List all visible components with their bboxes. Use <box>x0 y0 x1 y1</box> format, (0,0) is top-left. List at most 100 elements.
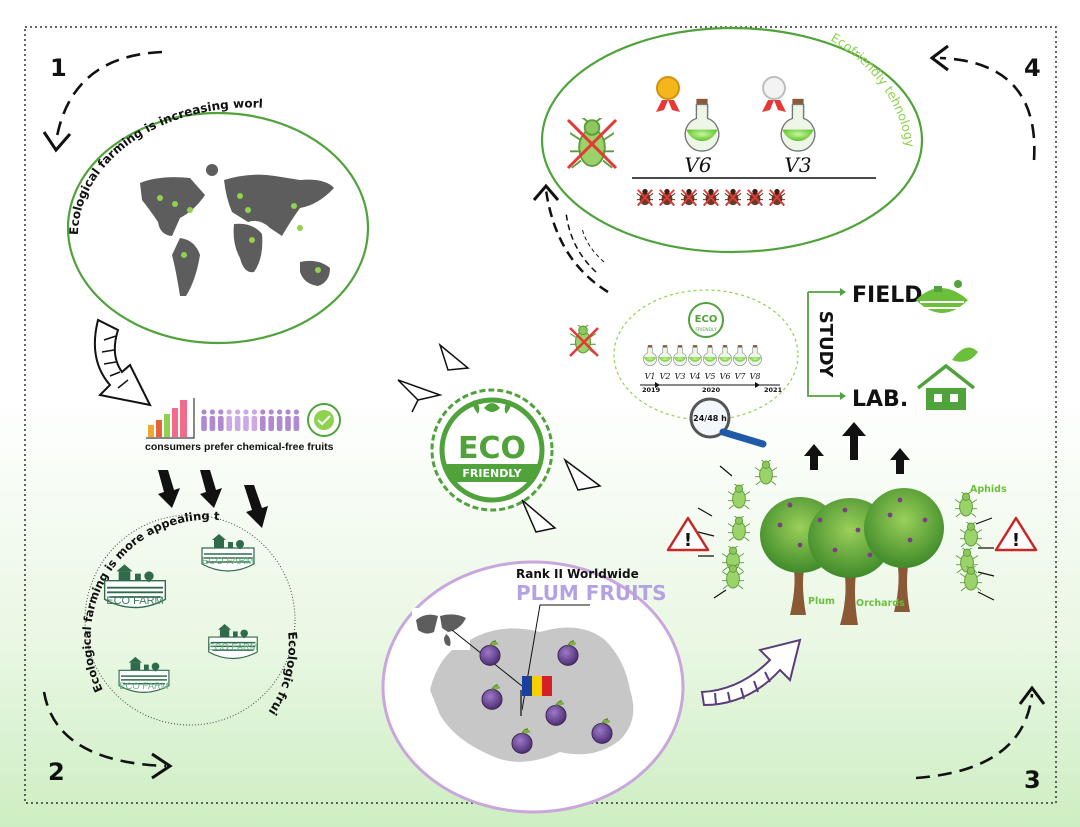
rank-text: Rank II Worldwide <box>516 567 639 581</box>
variant-label: V7 <box>735 372 747 381</box>
person-body <box>285 416 291 431</box>
dashed-arrows-up <box>544 189 609 294</box>
person-head <box>235 409 241 415</box>
crossed-aphid-big-icon <box>566 118 618 170</box>
farm-logo-4: ECO FARM <box>118 656 170 694</box>
leaf-icon <box>484 403 500 412</box>
person-head <box>260 409 266 415</box>
person-head <box>218 409 224 415</box>
person-head <box>285 409 291 415</box>
up-arrows-icon <box>804 422 910 474</box>
eco-house-icon <box>916 347 978 410</box>
step-number-2: 2 <box>48 758 65 786</box>
farm-logo-1: ECO FARM <box>103 563 167 609</box>
step-number-4: 4 <box>1024 54 1041 82</box>
person-body <box>293 416 300 431</box>
farm-logo-3: ECO FARM <box>207 623 259 660</box>
bar-chart-icon <box>146 398 195 439</box>
lab-badge-line1: ECO <box>695 314 718 325</box>
person-body <box>234 416 241 431</box>
small-arrows-icon <box>697 465 995 601</box>
variant-label: V2 <box>660 372 671 381</box>
rank-pointer-line <box>521 604 590 711</box>
down-arrows-icon <box>158 470 268 528</box>
silver-medal-icon <box>762 76 786 112</box>
dotted-frame <box>24 26 1057 804</box>
lab-eco-badge-icon: ECO FRIENDLY <box>688 302 724 338</box>
romania-flag-icon <box>520 676 552 716</box>
study-label: STUDY <box>815 311 836 378</box>
purple-arrow-icon <box>700 638 802 707</box>
farm-logo-3-text: ECO FARM <box>208 642 258 653</box>
world-ellipse <box>66 111 370 345</box>
paper-arrows-icon <box>397 342 602 533</box>
person-body <box>276 416 283 431</box>
step-number-3: 3 <box>1024 766 1041 794</box>
farm-logo-4-text: ECO FARM <box>119 681 169 692</box>
tree-3-icon <box>864 488 944 612</box>
organic-badge-icon <box>307 403 341 437</box>
eco-badge-line2: FRIENDLY <box>462 467 522 480</box>
person-body <box>251 416 258 431</box>
ecotech-ellipse <box>540 26 924 254</box>
person-head <box>209 409 215 415</box>
lab-badge-line2: FRIENDLY <box>695 327 717 333</box>
consumers-section: consumers prefer chemical-free fruits <box>145 398 341 453</box>
field-icon <box>916 280 968 315</box>
romania-section: Rank II Worldwide PLUM FRUITS <box>381 560 685 814</box>
person-body <box>243 416 249 431</box>
person-body <box>218 416 224 431</box>
corner-arrowheads <box>42 44 1046 780</box>
farm-logo-2-text: ECO FARM <box>202 556 254 567</box>
ecotech-section: Ecofriendly tehnology V6 V3 <box>540 26 924 254</box>
world-map-icon <box>140 164 334 296</box>
fruit-dots-icon <box>777 497 928 558</box>
person-head <box>251 409 257 415</box>
svg-text:!: ! <box>1012 530 1020 551</box>
study-section: STUDY FIELD LAB. <box>807 280 978 412</box>
magnifier-icon: 24/48 h <box>689 397 767 448</box>
timer-label: 24/48 h <box>693 414 727 423</box>
person-head <box>201 409 207 415</box>
mini-world-icon <box>412 608 470 650</box>
person-body <box>268 416 274 431</box>
orchards-label: Orchards <box>856 598 905 609</box>
orchard-section: Plum Orchards Aphids ! ! <box>666 422 1038 625</box>
variant-label: V4 <box>690 372 701 381</box>
person-body <box>226 416 232 431</box>
corner-arrows <box>42 50 1036 780</box>
crossed-aphid-icon <box>569 325 599 357</box>
person-head <box>226 409 232 415</box>
person-body <box>201 416 207 431</box>
lab-label: LAB. <box>852 387 908 412</box>
year-2020: 2020 <box>702 386 721 394</box>
farm-logo-1-text: ECO FARM <box>106 595 163 607</box>
farm-logo-2: ECO FARM <box>201 533 255 572</box>
person-head <box>277 409 283 415</box>
world-section: Ecological farming is increasing worldwi… <box>0 0 370 345</box>
person-body <box>209 416 216 431</box>
variant-label: V1 <box>645 372 656 381</box>
variant-label: V6 <box>720 372 731 381</box>
year-2021: 2021 <box>764 386 783 394</box>
warning-right-icon: ! <box>994 516 1038 552</box>
warning-left-icon: ! <box>666 516 710 552</box>
person-body <box>260 416 266 431</box>
variant-label: V8 <box>750 372 761 381</box>
plum-label: Plum <box>808 596 835 607</box>
people-row-icon <box>201 409 300 431</box>
world-pins-icon <box>157 193 321 273</box>
eco-badge-line1: ECO <box>458 431 526 466</box>
field-label: FIELD <box>852 283 923 308</box>
plum-fruits-title: PLUM FRUITS <box>516 581 667 605</box>
step-number-1: 1 <box>50 54 67 82</box>
aphids-label: Aphids <box>970 484 1007 495</box>
person-head <box>293 409 299 415</box>
winner-v6: V6 <box>684 153 711 177</box>
spiral-arrow-icon <box>93 318 152 407</box>
consumers-caption: consumers prefer chemical-free fruits <box>145 441 334 453</box>
